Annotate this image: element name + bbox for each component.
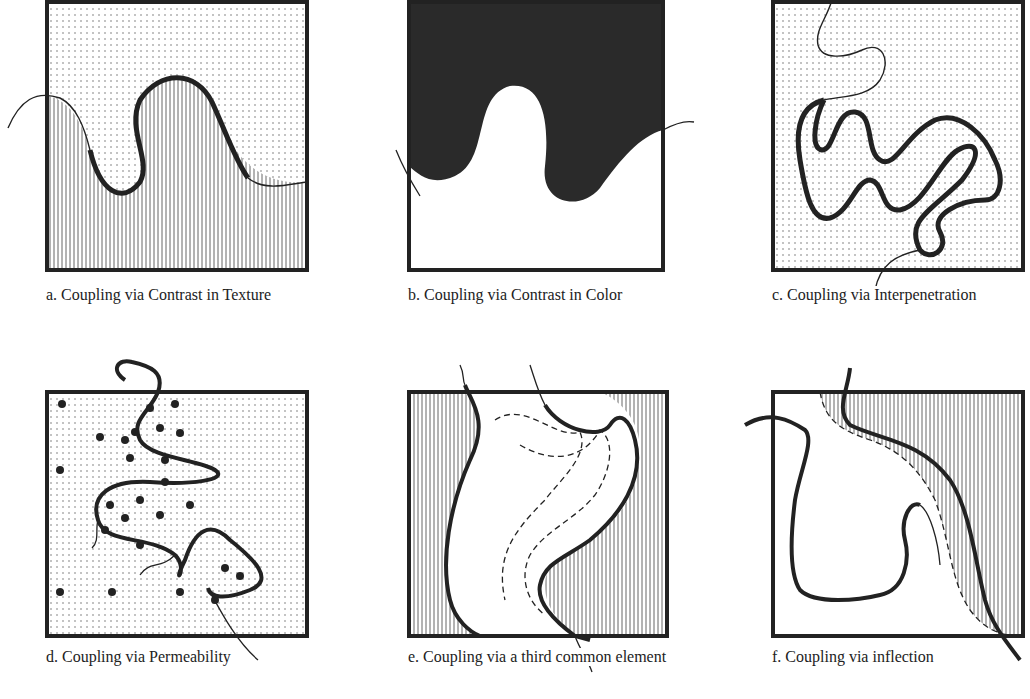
panel-permeability <box>47 361 307 660</box>
panel-inflection <box>745 368 1023 660</box>
panel-caption: b. Coupling via Contrast in Color <box>406 286 624 304</box>
panel-caption: c. Coupling via Interpenetration <box>770 286 978 304</box>
panel-third-element <box>409 365 667 672</box>
panel-caption: a. Coupling via Contrast in Texture <box>44 286 273 304</box>
panel-caption: e. Coupling via a third common element <box>406 648 668 666</box>
panel-caption: d. Coupling via Permeability <box>44 648 233 666</box>
panel-interpenetration <box>773 0 1023 290</box>
panel-color <box>396 2 694 270</box>
panel-caption: f. Coupling via inflection <box>770 648 936 666</box>
panel-texture <box>8 2 307 270</box>
